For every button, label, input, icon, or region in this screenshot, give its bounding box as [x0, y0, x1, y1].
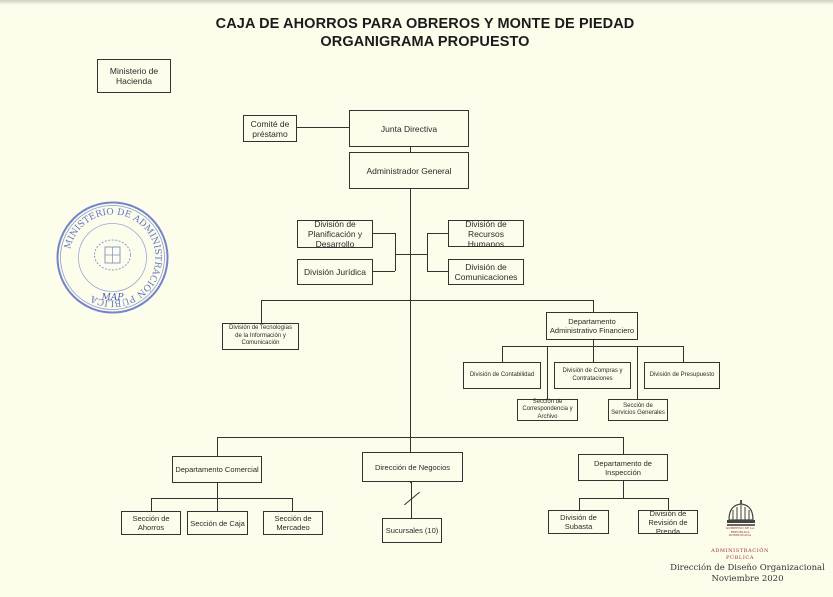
connector	[579, 498, 668, 499]
org-unit-dir-negocios[interactable]: Dirección de Negocios	[362, 452, 463, 482]
connector	[410, 146, 411, 153]
logo-line1: ADMINISTRACIÓN	[711, 548, 769, 554]
connector	[151, 498, 293, 499]
logo-line2: PÚBLICA	[725, 555, 755, 561]
org-unit-sec-mercadeo[interactable]: Sección de Mercadeo	[263, 511, 323, 535]
connector	[217, 483, 218, 498]
stamp-center-text: MAP	[101, 293, 125, 303]
org-unit-div-rrhh[interactable]: División de Recursos Humanos	[448, 219, 524, 249]
org-unit-div-presupuesto[interactable]: División de Presupuesto	[644, 362, 720, 389]
connector	[261, 300, 262, 324]
org-unit-depto-inspeccion[interactable]: Departamento de Inspección	[578, 454, 668, 481]
org-unit-div-compras[interactable]: División de Compras y Contrataciones	[554, 362, 631, 389]
connector	[637, 346, 638, 399]
connector	[373, 271, 395, 272]
connector	[373, 233, 395, 234]
org-unit-div-comunicaciones[interactable]: División de Comunicaciones	[448, 259, 524, 285]
connector	[151, 498, 152, 511]
footer-department: Dirección de Diseño Organizacional	[670, 563, 825, 573]
branch-slash	[404, 491, 420, 506]
org-unit-div-subasta[interactable]: División de Subasta	[548, 510, 609, 534]
connector	[395, 254, 427, 255]
connector	[668, 498, 669, 510]
connector	[217, 437, 218, 456]
org-unit-depto-admin-financiero[interactable]: Departamento Administrativo Financiero	[546, 312, 638, 340]
connector	[427, 233, 448, 234]
connector	[427, 233, 428, 271]
connector	[623, 437, 624, 454]
connector	[292, 498, 293, 511]
footer-date: Noviembre 2020	[711, 574, 784, 584]
chart-title: CAJA DE AHORROS PARA OBREROS Y MONTE DE …	[215, 16, 635, 32]
capitol-dome-icon	[727, 500, 755, 526]
map-stamp: MINISTERIO DE ADMINISTRACIÓN PÚBLICA MAP	[56, 201, 169, 314]
connector	[593, 346, 594, 362]
connector	[217, 498, 218, 511]
connector	[261, 300, 594, 301]
org-unit-sec-correspondencia[interactable]: Sección de Correspondencia y Archivo	[517, 399, 578, 421]
org-unit-junta-directiva[interactable]: Junta Directiva	[349, 110, 469, 147]
scan-edge	[0, 0, 833, 5]
connector	[217, 437, 624, 438]
coat-of-arms-icon	[94, 239, 131, 271]
connector	[593, 339, 594, 346]
org-unit-comite-prestamo[interactable]: Comité de préstamo	[243, 115, 297, 142]
org-unit-sucursales[interactable]: Sucursales (10)	[382, 518, 442, 543]
org-unit-div-planificacion[interactable]: División de Planificación y Desarrollo	[297, 219, 373, 249]
org-unit-sec-servicios[interactable]: Sección de Servicios Generales	[608, 399, 668, 421]
connector	[502, 346, 503, 362]
connector	[593, 300, 594, 312]
org-unit-div-contabilidad[interactable]: División de Contabilidad	[463, 362, 541, 389]
chart-subtitle: ORGANIGRAMA PROPUESTO	[320, 34, 530, 50]
org-unit-depto-comercial[interactable]: Departamento Comercial	[172, 456, 262, 483]
connector	[547, 346, 548, 399]
connector	[395, 233, 396, 271]
org-unit-div-revision-prenda[interactable]: División de Revisión de Prenda	[638, 509, 698, 536]
org-unit-sec-ahorros[interactable]: Sección de Ahorros	[121, 511, 181, 535]
connector	[683, 346, 684, 362]
connector	[502, 346, 683, 347]
org-unit-ministerio-hacienda[interactable]: Ministerio de Hacienda	[97, 59, 171, 93]
logo-gov-text: GOBIERNO DE LA REPÚBLICA DOMINICANA	[725, 526, 755, 537]
connector	[410, 189, 411, 483]
org-unit-div-tic[interactable]: División de Tecnologías de la Informació…	[222, 323, 299, 350]
org-unit-div-juridica[interactable]: División Jurídica	[297, 259, 373, 285]
org-unit-sec-caja[interactable]: Sección de Caja	[187, 511, 248, 535]
org-unit-administrador-general[interactable]: Administrador General	[349, 152, 469, 189]
connector	[623, 481, 624, 498]
connector	[411, 482, 412, 518]
connector	[427, 271, 448, 272]
connector	[297, 127, 349, 128]
connector	[579, 498, 580, 510]
